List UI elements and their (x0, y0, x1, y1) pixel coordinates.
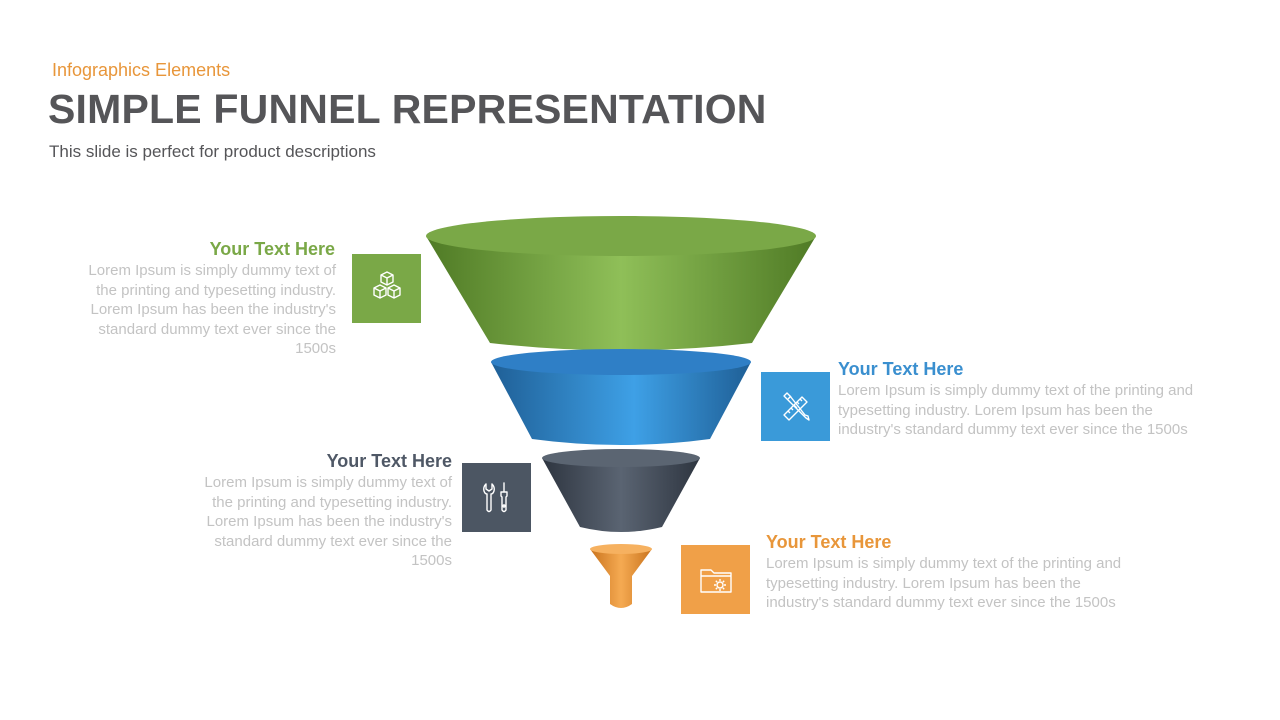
item-body-slate: Lorem Ipsum is simply dummy text of the … (204, 474, 452, 569)
item-heading-green: Your Text Here (209, 239, 335, 259)
item-body-green: Lorem Ipsum is simply dummy text of the … (88, 262, 336, 357)
item-body-orange: Lorem Ipsum is simply dummy text of the … (766, 555, 1122, 611)
folder-gear-icon (699, 568, 732, 593)
kicker-label: Infographics Elements (52, 60, 231, 80)
cubes-icon (372, 270, 401, 299)
funnel-tier-orange (590, 544, 652, 608)
funnel-tier-blue (491, 349, 751, 445)
icon-box-blue (761, 372, 830, 441)
item-heading-blue: Your Text Here (838, 359, 964, 379)
pencil-ruler-icon (782, 391, 810, 421)
item-body-blue: Lorem Ipsum is simply dummy text of the … (838, 382, 1194, 438)
page-title: SIMPLE FUNNEL REPRESENTATION (48, 86, 767, 132)
icon-box-green (352, 254, 421, 323)
icon-box-slate (462, 463, 531, 532)
funnel-tier-green (426, 216, 816, 351)
tools-icon (482, 481, 508, 512)
funnel-tier-slate (542, 449, 700, 532)
item-heading-slate: Your Text Here (326, 451, 452, 471)
item-heading-orange: Your Text Here (766, 532, 892, 552)
icon-box-orange (681, 545, 750, 614)
page-subtitle: This slide is perfect for product descri… (49, 142, 376, 161)
